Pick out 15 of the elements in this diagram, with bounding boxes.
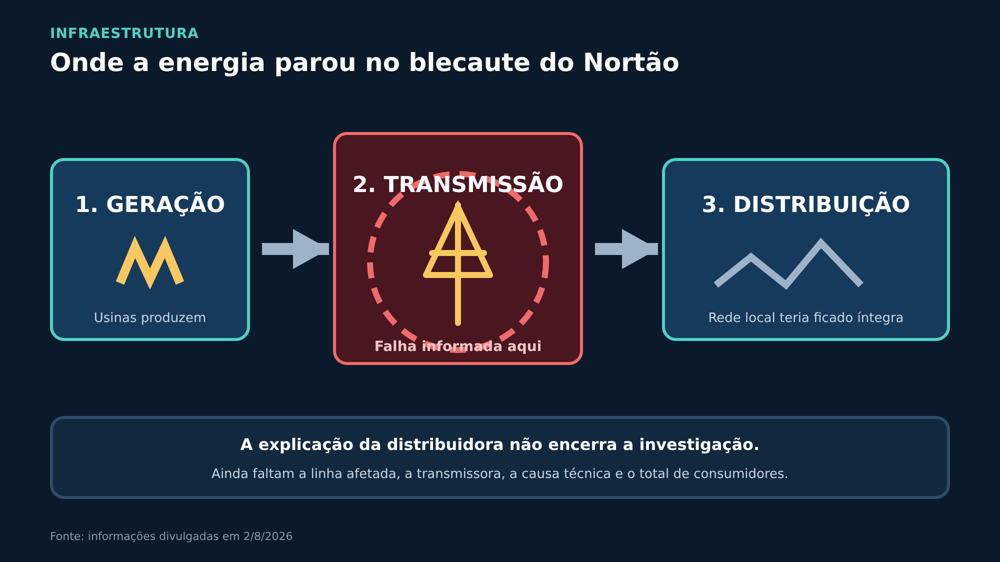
note-heading: A explicação da distribuidora não encerra a investigação. [239, 435, 761, 454]
stage-box [333, 132, 583, 365]
stage-caption: Rede local teria ficado íntegra [707, 311, 905, 326]
title: Onde a energia parou no blecaute do Nortão [50, 48, 680, 77]
arrow [595, 229, 658, 269]
note-text: Ainda faltam a linha afetada, a transmissora, a causa técnica e o total de consumidores. [210, 467, 790, 482]
stage-title: 3. DISTRIBUIÇÃO [700, 193, 912, 218]
kicker-label: INFRAESTRUTURA [50, 26, 199, 42]
stage-title: 1. GERAÇÃO [74, 193, 226, 218]
source-caption: Fonte: informações divulgadas em 2/8/2026 [50, 530, 293, 543]
note-panel [50, 416, 950, 499]
stage-caption: Usinas produzem [92, 311, 208, 326]
stage-box [662, 158, 950, 341]
arrow [262, 229, 329, 269]
stage-box [50, 158, 250, 341]
